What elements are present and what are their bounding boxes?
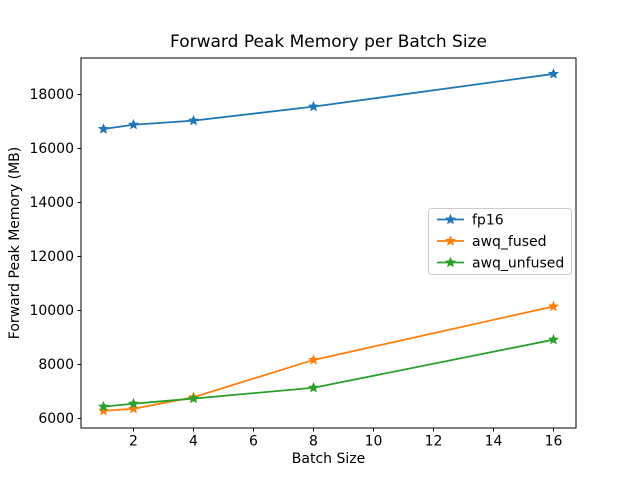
y-tick-label: 12000 xyxy=(29,249,74,265)
data-point-marker xyxy=(307,354,320,365)
data-point-marker xyxy=(97,400,110,412)
data-point-marker xyxy=(187,114,200,126)
legend-sample-marker xyxy=(444,235,457,246)
y-tick-label: 14000 xyxy=(29,195,74,211)
y-axis-label: Forward Peak Memory (MB) xyxy=(7,146,23,340)
data-point-marker xyxy=(547,68,560,79)
legend-sample-marker xyxy=(444,213,457,225)
x-tick-label: 2 xyxy=(129,434,138,450)
data-point-marker xyxy=(97,404,110,416)
legend-label: fp16 xyxy=(472,213,504,229)
data-point-marker xyxy=(307,100,320,112)
y-tick-label: 8000 xyxy=(38,357,74,373)
x-tick-label: 10 xyxy=(365,434,383,450)
series-line xyxy=(103,338,554,408)
y-tick-label: 16000 xyxy=(29,141,74,157)
x-tick-label: 14 xyxy=(485,434,503,450)
legend: fp16 awq_fused awq_unfused xyxy=(428,208,572,275)
data-point-marker xyxy=(307,381,320,393)
data-point-marker xyxy=(187,392,200,404)
x-tick-label: 4 xyxy=(189,434,198,450)
data-point-marker xyxy=(97,123,110,134)
data-point-marker xyxy=(547,300,560,312)
data-point-marker xyxy=(127,397,140,409)
series-awq_unfused xyxy=(97,333,560,412)
x-tick-label: 8 xyxy=(309,434,318,450)
chart-title: Forward Peak Memory per Batch Size xyxy=(170,32,487,52)
series-awq_fused xyxy=(97,300,560,416)
x-tick-label: 12 xyxy=(425,434,443,450)
series-fp16 xyxy=(97,68,560,134)
series-line xyxy=(103,305,554,412)
x-tick-label: 16 xyxy=(545,434,563,450)
plot-area xyxy=(80,57,577,429)
legend-sample-marker xyxy=(444,256,457,268)
y-tick-label: 10000 xyxy=(29,303,74,319)
x-axis-label: Batch Size xyxy=(291,451,366,467)
data-point-marker xyxy=(127,118,140,130)
series-line xyxy=(103,73,554,130)
y-axis: 6000 8000 10000 12000 14000 16000 18000 xyxy=(29,87,81,427)
x-axis: 2 4 6 8 10 12 14 16 xyxy=(129,428,562,450)
data-point-marker xyxy=(547,333,560,345)
legend-box xyxy=(428,208,572,275)
legend-label: awq_unfused xyxy=(472,256,564,272)
data-point-marker xyxy=(127,403,140,414)
legend-label: awq_fused xyxy=(472,234,547,250)
y-tick-label: 6000 xyxy=(38,411,74,427)
x-tick-label: 6 xyxy=(249,434,258,450)
y-tick-label: 18000 xyxy=(29,87,74,103)
